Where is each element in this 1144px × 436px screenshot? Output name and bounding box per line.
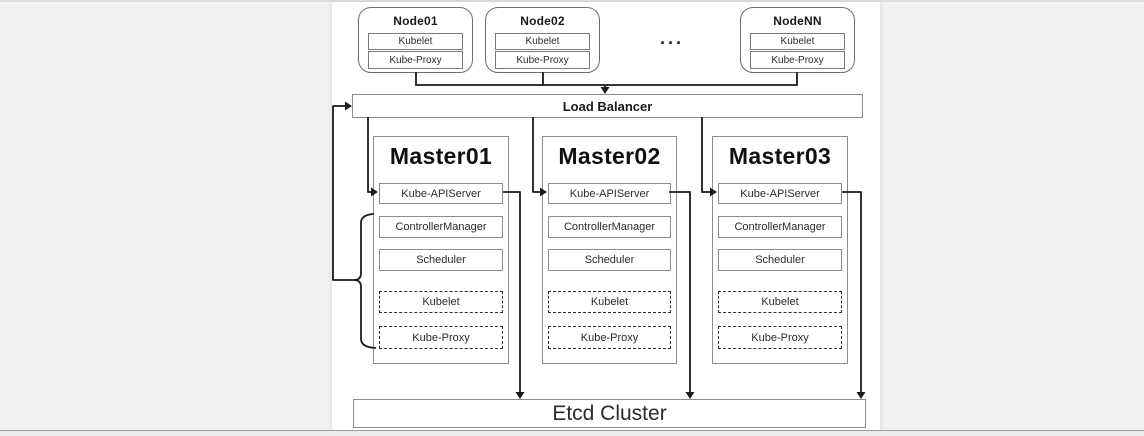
component-kube-proxy-dashed: Kube-Proxy: [718, 326, 842, 349]
more-nodes-ellipsis: ...: [659, 27, 684, 48]
master-title: Master02: [558, 142, 661, 169]
top-edge-strip: [0, 0, 1144, 2]
component-kube-apiserver: Kube-APIServer: [718, 183, 842, 204]
arrowhead-down-icon: [515, 392, 525, 399]
component-scheduler: Scheduler: [379, 249, 503, 271]
node-title: Node02: [520, 14, 565, 28]
nodes-to-loadbalancer-connector: [415, 72, 798, 94]
node-component-kubelet: Kubelet: [750, 33, 845, 50]
component-kube-apiserver: Kube-APIServer: [548, 183, 671, 204]
master-box-master03: Master03 Kube-APIServer ControllerManage…: [712, 136, 848, 364]
node-box-nodenn: NodeNN Kubelet Kube-Proxy: [740, 7, 855, 73]
component-kube-apiserver: Kube-APIServer: [379, 183, 503, 204]
node-box-node01: Node01 Kubelet Kube-Proxy: [358, 7, 473, 73]
component-kubelet-dashed: Kubelet: [379, 291, 503, 313]
bottom-edge-strip: [0, 430, 1144, 436]
component-kubelet-dashed: Kubelet: [548, 291, 671, 313]
node-component-kube-proxy: Kube-Proxy: [750, 51, 845, 69]
components-to-loadbalancer-feedback-connector: [332, 101, 376, 349]
node-component-kubelet: Kubelet: [368, 33, 463, 50]
component-controllermanager: ControllerManager: [718, 216, 842, 238]
kubernetes-ha-architecture-diagram: Node01 Kubelet Kube-Proxy Node02 Kubelet…: [332, 2, 880, 430]
arrowhead-down-icon: [856, 392, 866, 399]
left-brace: [353, 213, 376, 349]
node-title: Node01: [393, 14, 438, 28]
arrowhead-down-icon: [600, 87, 610, 94]
node-box-node02: Node02 Kubelet Kube-Proxy: [485, 7, 600, 73]
master-title: Master01: [389, 142, 493, 169]
node-title: NodeNN: [773, 14, 822, 28]
master-box-master01: Master01 Kube-APIServer ControllerManage…: [373, 136, 509, 364]
component-kube-proxy-dashed: Kube-Proxy: [379, 326, 503, 349]
etcd-cluster-bar: Etcd Cluster: [353, 399, 866, 428]
node-component-kube-proxy: Kube-Proxy: [495, 51, 590, 69]
master-title: Master03: [728, 142, 832, 169]
component-controllermanager: ControllerManager: [379, 216, 503, 238]
load-balancer-bar: Load Balancer: [352, 94, 863, 118]
component-kubelet-dashed: Kubelet: [718, 291, 842, 313]
arrowhead-down-icon: [685, 392, 695, 399]
diagram-card: Node01 Kubelet Kube-Proxy Node02 Kubelet…: [332, 2, 880, 430]
arrowhead-right-icon: [345, 101, 352, 111]
node-component-kubelet: Kubelet: [495, 33, 590, 50]
component-kube-proxy-dashed: Kube-Proxy: [548, 326, 671, 349]
component-scheduler: Scheduler: [548, 249, 671, 271]
component-controllermanager: ControllerManager: [548, 216, 671, 238]
master-box-master02: Master02 Kube-APIServer ControllerManage…: [542, 136, 677, 364]
component-scheduler: Scheduler: [718, 249, 842, 271]
node-component-kube-proxy: Kube-Proxy: [368, 51, 463, 69]
